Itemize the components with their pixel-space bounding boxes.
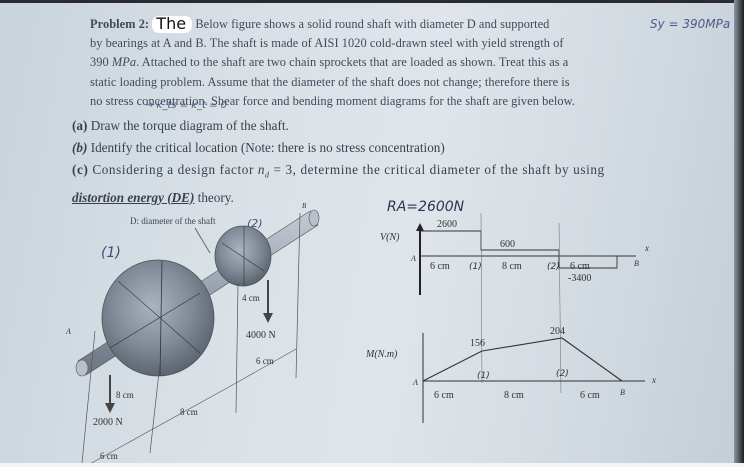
yield-value: 390 bbox=[90, 55, 109, 70]
part-a-label: (a) bbox=[72, 118, 88, 133]
reaction-annotation: RA=2600N bbox=[387, 199, 465, 215]
de-theory-label: distortion energy (DE) bbox=[72, 189, 195, 205]
part-b-label: (b) bbox=[72, 140, 88, 155]
sprocket-1-handwritten-mark: (1) bbox=[101, 245, 121, 261]
moment-mark-2: (2) bbox=[556, 369, 569, 379]
problem-label: Problem 2: bbox=[90, 17, 150, 31]
reference-line-1 bbox=[149, 362, 161, 454]
problem-line-5: no stress concentration. Shear force and… bbox=[90, 92, 650, 111]
torque-annotation: → k_ts = k_t = 0 bbox=[145, 100, 228, 111]
moment-span-3: 6 cm bbox=[580, 390, 600, 401]
part-a: (a) Draw the torque diagram of the shaft… bbox=[72, 115, 605, 137]
dim-3-label: 6 cm bbox=[256, 356, 274, 366]
part-a-text: Draw the torque diagram of the shaft. bbox=[90, 118, 289, 133]
problem-text-3: . Attached to the shaft are two chain sp… bbox=[136, 55, 569, 70]
part-c-text-post: = 3, determine the critical diameter of … bbox=[269, 162, 605, 177]
figures: D: diameter of the shaft (1) (2) A B bbox=[65, 199, 656, 463]
radius-2-label: 4 cm bbox=[242, 293, 260, 303]
part-c-continued: distortion energy (DE) theory. bbox=[72, 187, 605, 209]
load-1-label: 2000 N bbox=[93, 417, 123, 428]
shear-force-diagram: RA=2600N V(N) A x B 2600 600 -3400 6 cm … bbox=[380, 199, 649, 394]
yield-unit: MPa bbox=[111, 55, 137, 70]
problem-line-4: static loading problem. Assume that the … bbox=[90, 73, 650, 92]
part-c-label: (c) bbox=[72, 162, 89, 177]
part-c-text-pre: Considering a design factor bbox=[92, 162, 258, 177]
moment-curve bbox=[422, 337, 623, 382]
design-factor-symbol: n bbox=[257, 162, 266, 177]
section-1-line bbox=[480, 212, 483, 384]
moment-a-label: A bbox=[412, 378, 418, 387]
shaft-end-a bbox=[75, 359, 89, 377]
problem-line-3: 390 MPa. Attached to the shaft are two c… bbox=[90, 53, 650, 72]
part-c: (c) Considering a design factor nd = 3, … bbox=[72, 159, 605, 187]
reference-line-b bbox=[295, 212, 301, 379]
photo-edge-right bbox=[734, 0, 744, 467]
dim-2-label: 8 cm bbox=[180, 407, 198, 417]
shear-x-label: x bbox=[644, 243, 649, 253]
load-2-label: 4000 N bbox=[246, 330, 276, 341]
sprocket-2-spoke bbox=[221, 242, 265, 272]
sprocket-1 bbox=[101, 259, 215, 377]
problem-text-4: static loading problem. Assume that the … bbox=[90, 74, 570, 89]
shear-span-2: 8 cm bbox=[502, 261, 522, 272]
problem-text-1: Below figure shows a solid round shaft w… bbox=[195, 17, 550, 31]
moment-b-label: B bbox=[620, 388, 625, 397]
moment-axis-label: M(N.m) bbox=[365, 349, 398, 360]
bearing-a-label: A bbox=[65, 327, 71, 336]
moment-span-1: 6 cm bbox=[434, 390, 454, 401]
yield-strength-annotation: Sy = 390MPa bbox=[650, 17, 731, 31]
part-c-tail: theory. bbox=[194, 189, 234, 205]
shear-mark-1: (1) bbox=[469, 262, 482, 272]
shaft-figure: D: diameter of the shaft (1) (2) A B bbox=[65, 202, 320, 463]
problem-statement: Problem 2: The Below figure shows a soli… bbox=[90, 15, 650, 111]
load-2-arrowhead bbox=[263, 313, 273, 323]
radius-1-label: 8 cm bbox=[116, 390, 134, 400]
problem-line-1: Problem 2: The Below figure shows a soli… bbox=[90, 15, 650, 34]
shaft-end-b bbox=[308, 209, 320, 227]
sprocket-2 bbox=[214, 225, 272, 287]
diameter-leader-line bbox=[194, 227, 211, 254]
shear-a-label: A bbox=[410, 254, 416, 263]
question-parts: (a) Draw the torque diagram of the shaft… bbox=[72, 115, 605, 209]
shear-span-3: 6 cm bbox=[570, 261, 590, 272]
load-1-arrowhead bbox=[105, 403, 115, 413]
shear-span-1: 6 cm bbox=[430, 261, 450, 272]
shear-value-2: 600 bbox=[500, 239, 515, 250]
design-factor-subscript: d bbox=[265, 170, 270, 180]
moment-mark-1: (1) bbox=[477, 371, 490, 381]
photo-edge-bottom bbox=[0, 463, 744, 467]
diameter-label: D: diameter of the shaft bbox=[130, 216, 216, 226]
handwritten-insert: The bbox=[152, 16, 193, 33]
moment-span-2: 8 cm bbox=[504, 390, 524, 401]
dimension-line bbox=[90, 382, 237, 463]
problem-text-5: no stress concentration. Shear force and… bbox=[90, 93, 575, 108]
moment-value-2: 204 bbox=[550, 326, 565, 337]
part-b: (b) Identify the critical location (Note… bbox=[72, 137, 605, 159]
moment-x-label: x bbox=[651, 375, 656, 385]
dim-1-label: 6 cm bbox=[100, 451, 118, 461]
sprocket-1-spoke bbox=[109, 292, 201, 349]
section-2-line bbox=[558, 222, 562, 394]
problem-text-2: by bearings at A and B. The shaft is mad… bbox=[90, 36, 564, 51]
sprocket-1-spoke bbox=[117, 280, 201, 354]
document-photo: Problem 2: The Below figure shows a soli… bbox=[0, 3, 734, 463]
shear-value-1: 2600 bbox=[437, 219, 457, 230]
shear-b-label: B bbox=[634, 259, 639, 268]
shear-axis-label: V(N) bbox=[380, 232, 400, 243]
shear-axis-arrowhead bbox=[416, 223, 424, 231]
moment-value-1: 156 bbox=[470, 338, 485, 349]
reference-line-a bbox=[81, 330, 96, 463]
reference-line-2 bbox=[235, 282, 239, 414]
bending-moment-diagram: M(N.m) A x B 156 204 (1) (2) 6 cm 8 cm 6… bbox=[365, 326, 656, 423]
shear-mark-2: (2) bbox=[547, 262, 560, 272]
shear-value-3: -3400 bbox=[568, 273, 591, 284]
problem-line-2: by bearings at A and B. The shaft is mad… bbox=[90, 34, 650, 53]
bearing-b-label: B bbox=[302, 202, 307, 210]
dimension-line bbox=[235, 348, 297, 384]
part-b-text: Identify the critical location (Note: th… bbox=[90, 140, 445, 155]
